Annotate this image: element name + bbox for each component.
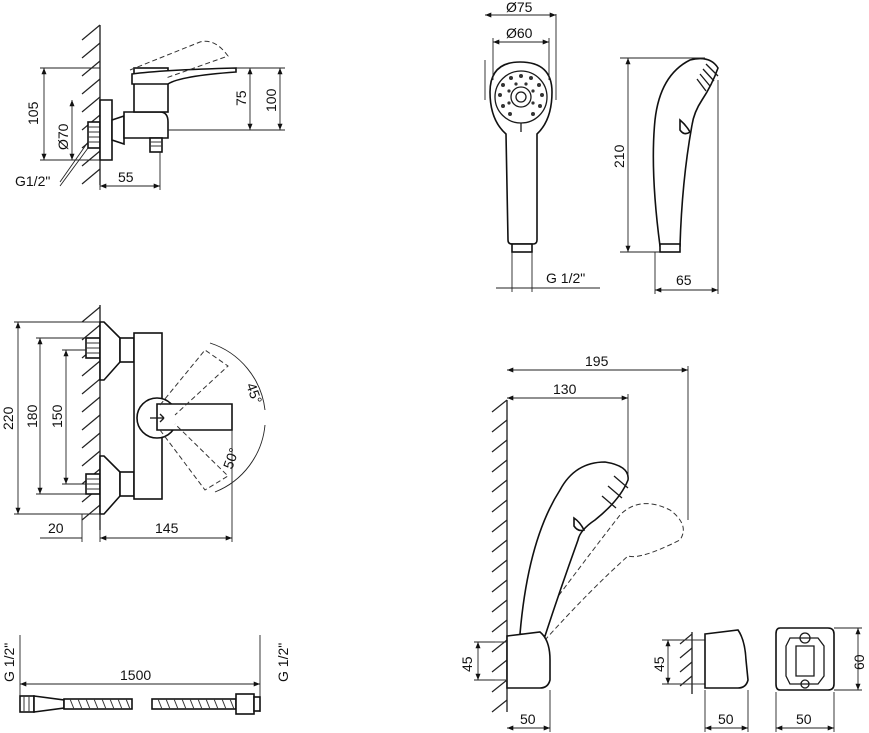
dim-diameter-75: Ø75 (506, 0, 533, 15)
dim-65: 65 (676, 272, 692, 288)
dim-diameter-70: Ø70 (55, 123, 71, 150)
shower-hose: 1500 G 1/2" G 1/2" (1, 635, 291, 715)
hose-thread-left: G 1/2" (1, 643, 17, 682)
holder-front-dim-50: 50 (796, 711, 812, 727)
wall-faucet-front-view: 45° 50° 220 180 150 20 145 (0, 305, 265, 542)
holder-dim-50: 50 (718, 711, 734, 727)
holder-front-dim-60: 60 (851, 654, 867, 670)
wall-hatch-4 (679, 632, 693, 694)
dim-diameter-60: Ø60 (506, 25, 533, 41)
shower-head-front-view: Ø75 Ø60 G 1/2" (484, 0, 600, 292)
holder-side-view: 45 50 (651, 629, 749, 732)
wall-hatch (81, 24, 101, 185)
hose-thread-right: G 1/2" (275, 643, 291, 682)
dim-210: 210 (611, 144, 627, 168)
dim-145: 145 (155, 520, 179, 536)
dim-75: 75 (233, 90, 249, 106)
dim-45-holder: 45 (459, 656, 475, 672)
holder-dim-45: 45 (651, 656, 667, 672)
shower-head-side-view: 210 65 (611, 57, 719, 294)
shower-holder-assembly: 195 130 45 50 (459, 353, 689, 732)
angle-50: 50° (220, 446, 242, 471)
angle-45: 45° (243, 381, 265, 406)
thread-label-shower: G 1/2" (546, 270, 585, 286)
dim-130: 130 (553, 381, 577, 397)
dim-20: 20 (48, 520, 64, 536)
thread-label-g12: G1/2" (15, 173, 50, 189)
dim-55: 55 (118, 169, 134, 185)
dim-180: 180 (24, 404, 40, 428)
wall-hatch-3 (491, 399, 508, 713)
holder-front-view: 60 50 (775, 627, 867, 732)
hose-coils (69, 698, 235, 710)
spray-nozzles (498, 74, 544, 116)
dim-150: 150 (49, 404, 65, 428)
wall-faucet-side-view: 105 100 75 Ø70 55 G1/2" (15, 24, 285, 190)
dim-50-holder: 50 (520, 711, 536, 727)
dim-195: 195 (585, 353, 609, 369)
dim-105: 105 (25, 101, 41, 125)
dim-100: 100 (263, 88, 279, 112)
hose-length-1500: 1500 (120, 667, 151, 683)
dim-220: 220 (0, 406, 16, 430)
